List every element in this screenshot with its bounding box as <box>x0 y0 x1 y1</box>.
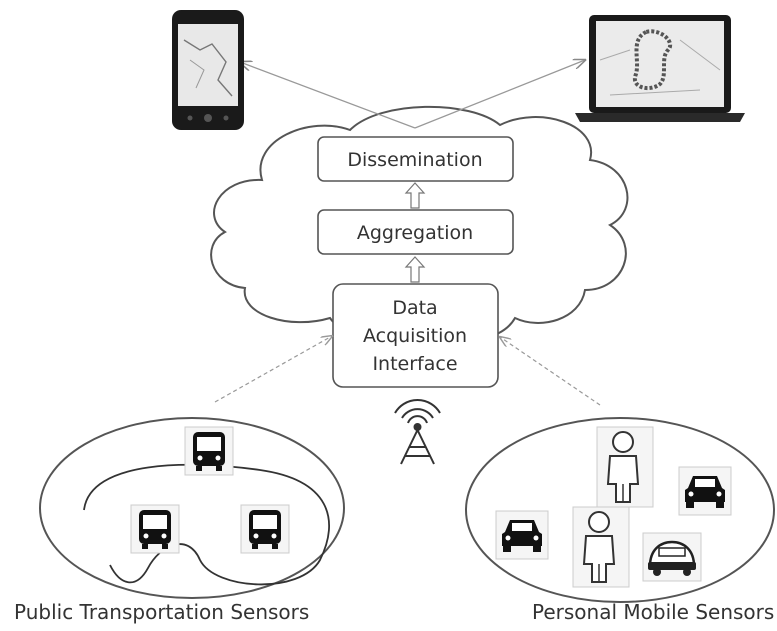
bus-route-loop <box>83 463 330 586</box>
acquisition-label-line2: Acquisition <box>363 325 467 347</box>
public-sensors-area <box>39 417 345 599</box>
bus-icon <box>240 504 290 554</box>
dissemination-block <box>317 136 514 182</box>
personal-sensors-caption: Personal Mobile Sensors <box>532 600 775 624</box>
personal-sensors-area <box>465 417 775 603</box>
car-icon <box>495 510 549 560</box>
smartphone-icon <box>172 10 244 130</box>
arrow-to-laptop <box>414 60 585 129</box>
car-icon <box>678 466 732 516</box>
bus-icon <box>184 426 234 476</box>
aggregation-label: Aggregation <box>357 222 473 244</box>
laptop-icon <box>575 15 745 122</box>
up-arrow-acquisition-to-aggregation <box>404 256 426 283</box>
radio-tower-icon <box>394 399 441 465</box>
car-icon <box>642 532 702 582</box>
up-arrow-aggregation-to-dissemination <box>404 182 426 209</box>
arrow-to-phone <box>240 62 416 129</box>
aggregation-block <box>317 209 514 255</box>
dashed-arrow-personal <box>500 337 601 406</box>
bus-icon <box>130 504 180 554</box>
person-icon <box>572 506 630 588</box>
acquisition-label-line1: Data <box>392 297 437 319</box>
person-icon <box>596 426 654 508</box>
dashed-arrow-public <box>214 336 332 403</box>
public-sensors-caption: Public Transportation Sensors <box>14 600 310 624</box>
dissemination-label: Dissemination <box>347 149 482 171</box>
acquisition-label-line3: Interface <box>372 353 457 375</box>
